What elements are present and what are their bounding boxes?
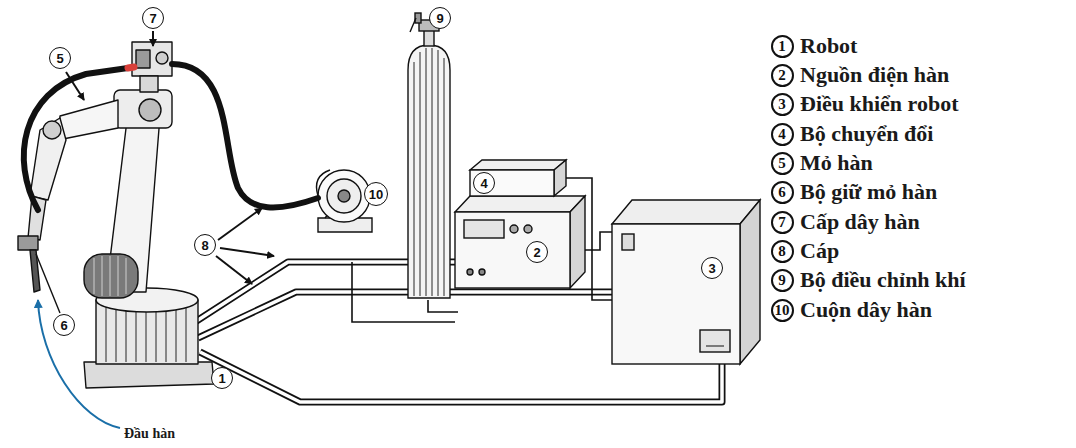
callout-number: 1 <box>211 367 233 389</box>
legend-number: 8 <box>771 240 794 263</box>
legend-label: Cấp dây hàn <box>800 209 920 235</box>
callout-text: 8 <box>201 239 208 252</box>
legend-number: 4 <box>771 123 794 146</box>
callout-text: 3 <box>708 262 715 275</box>
callout-text: 6 <box>60 319 67 332</box>
gas-cylinder <box>408 13 450 298</box>
callout-text: 7 <box>778 215 786 230</box>
callout-text: 4 <box>480 177 487 190</box>
legend-number: 7 <box>771 211 794 234</box>
legend-number: 10 <box>771 299 794 322</box>
legend-label: Điều khiển robot <box>800 91 959 117</box>
legend-label: Bộ giữ mỏ hàn <box>800 179 937 205</box>
legend-number: 1 <box>771 35 794 58</box>
callout-text: 6 <box>778 185 786 200</box>
callout-text: 9 <box>436 12 443 25</box>
callout-text: 10 <box>775 303 790 318</box>
callout-number: 5 <box>49 47 71 69</box>
wire-spool <box>317 170 373 232</box>
callout-number: 6 <box>53 314 75 336</box>
legend-label: Nguồn điện hàn <box>800 62 949 88</box>
callout-number: 2 <box>526 241 548 263</box>
callout-text: 7 <box>149 12 156 25</box>
legend-number: 2 <box>771 64 794 87</box>
callout-text: 2 <box>778 68 786 83</box>
legend-number: 3 <box>771 93 794 116</box>
robot-controller <box>612 200 760 364</box>
legend-label: Bộ điều chỉnh khí <box>800 267 966 293</box>
callout-text: 8 <box>778 244 786 259</box>
legend-number: 6 <box>771 181 794 204</box>
legend-label: Cuộn dây hàn <box>800 297 932 323</box>
legend-label: Bộ chuyển đổi <box>800 121 933 147</box>
callout-number: 10 <box>364 182 388 206</box>
callout-number: 8 <box>194 234 216 256</box>
callout-number: 9 <box>429 7 451 29</box>
torch-cable <box>24 64 318 210</box>
robot-arm <box>18 42 214 388</box>
callout-text: 4 <box>778 127 786 142</box>
callout-text: 3 <box>778 97 786 112</box>
legend-label: Robot <box>800 33 857 59</box>
callout-text: 1 <box>218 372 225 385</box>
callout-number: 7 <box>142 7 164 29</box>
callout-text: 5 <box>56 52 63 65</box>
part-label: Đầu hàn <box>122 426 177 442</box>
callout-text: 5 <box>778 156 786 171</box>
legend-number: 9 <box>771 269 794 292</box>
leader-arrows <box>36 18 416 313</box>
wires <box>352 178 612 322</box>
callout-text: 2 <box>533 246 540 259</box>
legend-label: Cáp <box>800 238 839 264</box>
callout-number: 3 <box>701 257 723 279</box>
converter-box <box>470 160 566 196</box>
callout-text: 1 <box>778 39 786 54</box>
callout-number: 4 <box>473 172 495 194</box>
legend-number: 5 <box>771 152 794 175</box>
welding-power-source <box>455 196 585 288</box>
callout-text: 9 <box>778 273 786 288</box>
torch-tip-arrow <box>38 300 120 428</box>
callout-text: 10 <box>369 188 383 201</box>
legend-label: Mỏ hàn <box>800 150 873 176</box>
